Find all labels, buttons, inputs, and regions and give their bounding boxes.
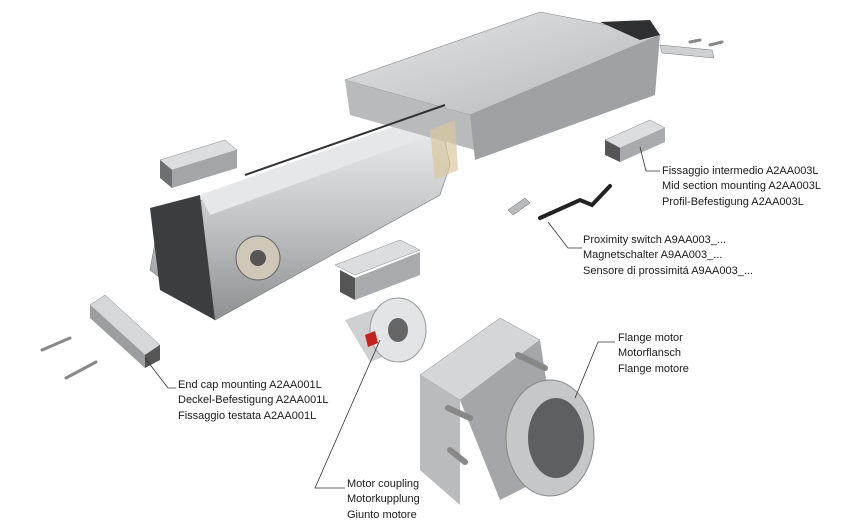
callout-end-cap-mounting: End cap mounting A2AA001L Deckel-Befesti…	[178, 378, 328, 424]
label-it: Giunto motore	[347, 508, 417, 521]
callout-flange-motor: Flange motor Motorflansch Flange motore	[618, 331, 689, 377]
label-en: Proximity switch A9AA003_...	[583, 234, 727, 246]
label-it: Flange motore	[618, 362, 689, 375]
label-de: Deckel-Befestigung A2AA001L	[178, 394, 329, 407]
label-de: Motorflansch	[618, 347, 681, 360]
label-it: Fissaggio intermedio A2AA003L	[662, 165, 819, 177]
end-cap-mounting-blocks	[89, 139, 238, 368]
label-de: Profil-Befestigung A2AA003L	[662, 195, 804, 208]
screws	[40, 38, 724, 380]
leader-lines	[144, 146, 660, 489]
label-de: Motorkupplung	[347, 493, 420, 506]
label-en: Flange motor	[618, 332, 683, 344]
mid-section-mounting-blocks	[334, 44, 715, 300]
motor-coupling	[345, 297, 427, 363]
label-it: Sensore di prossimitá A9AA003_...	[583, 264, 753, 277]
callout-mid-section-mounting: Fissaggio intermedio A2AA003L Mid sectio…	[662, 164, 821, 210]
linear-module	[149, 11, 662, 321]
label-en: Mid section mounting A2AA003L	[662, 180, 821, 193]
label-de: Magnetschalter A9AA003_...	[583, 249, 723, 262]
proximity-switch	[507, 184, 612, 220]
label-en: Motor coupling	[347, 478, 420, 490]
label-en: End cap mounting A2AA001L	[178, 379, 322, 391]
callout-motor-coupling: Motor coupling Motorkupplung Giunto moto…	[347, 477, 420, 523]
label-it: Fissaggio testata A2AA001L	[178, 409, 317, 422]
flange-motor	[419, 317, 595, 505]
callout-proximity-switch: Proximity switch A9AA003_... Magnetschal…	[583, 233, 753, 279]
